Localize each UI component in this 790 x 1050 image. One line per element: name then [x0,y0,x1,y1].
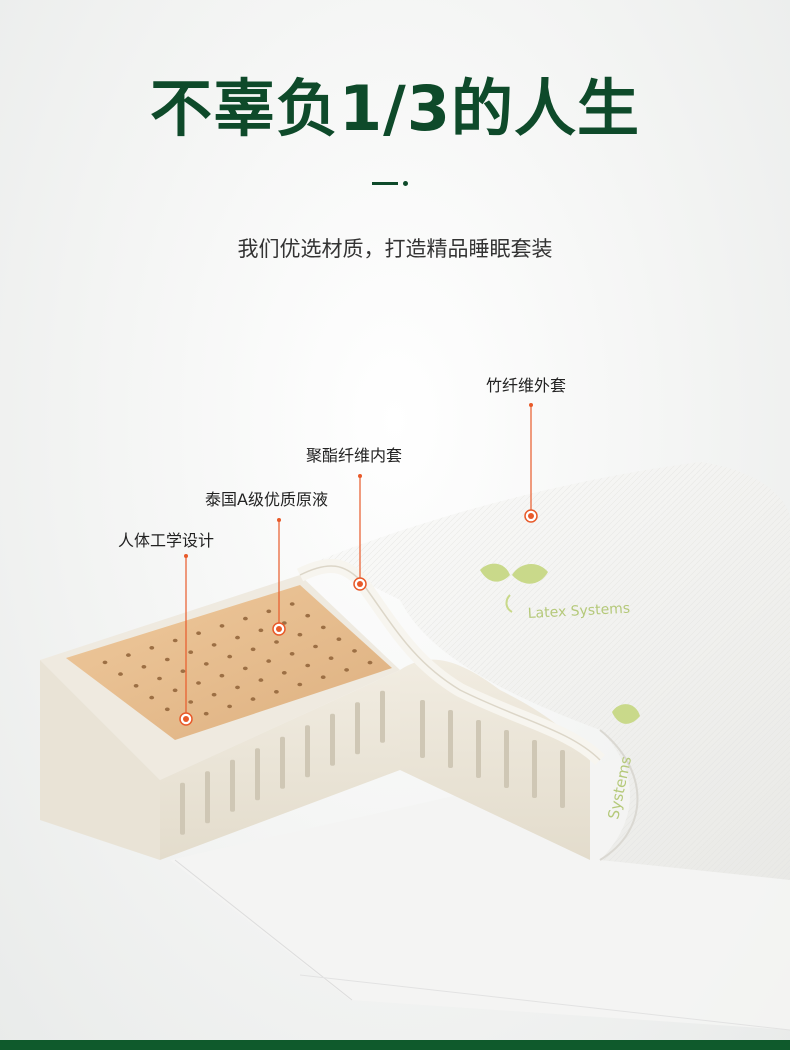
callout-thai-latex [272,518,286,636]
latex-hole [274,640,279,644]
latex-hole [281,671,287,675]
callout-label-bamboo-cover: 竹纤维外套 [486,376,567,395]
latex-hole [164,707,170,712]
latex-hole [149,695,155,700]
latex-hole [367,660,373,665]
latex-hole [344,668,349,672]
latex-hole [149,646,155,650]
latex-hole [219,673,225,678]
latex-hole [266,659,272,663]
foam-slot [355,702,360,755]
callout-dot [276,626,282,632]
latex-hole [141,665,147,669]
foam-slot [476,720,481,778]
latex-hole [320,675,326,679]
latex-hole [180,669,186,673]
callout-endpoint [529,403,533,407]
latex-hole [219,624,225,628]
foam-slot [230,759,235,812]
latex-core [66,585,392,740]
latex-hole [227,704,233,709]
latex-hole [274,690,279,694]
foam-slot [280,736,285,789]
callout-endpoint [184,554,188,558]
title-divider [372,182,398,185]
callout-endpoint [277,518,281,522]
latex-hole [352,649,357,653]
callout-bamboo-cover [524,403,538,523]
latex-hole [211,643,217,647]
bottom-bar [0,1040,790,1050]
latex-hole [188,700,194,704]
latex-hole [188,650,194,654]
latex-hole [235,685,240,690]
latex-hole [133,684,139,688]
page-title: 不辜负1/3的人生 [150,72,640,145]
latex-hole [196,631,202,635]
foam-slot [448,710,453,768]
foam-slot [330,713,335,766]
foam-slot [560,750,565,808]
callout-label-thai-latex: 泰国A级优质原液 [205,490,328,509]
latex-hole [172,688,178,693]
latex-hole [172,638,178,643]
latex-hole [328,656,334,660]
latex-hole [243,616,248,621]
latex-core-holes [102,602,373,723]
latex-hole [164,657,170,662]
callout-endpoint [358,474,362,478]
foam-slot [504,730,509,788]
brand-logo-top: Latex Systems [480,563,631,622]
latex-hole [297,682,303,687]
callout-dot [528,513,534,519]
latex-hole [297,632,303,637]
latex-hole [196,681,201,685]
latex-hole [320,625,326,630]
latex-hole [203,711,209,716]
foam-slot [305,725,310,778]
bamboo-cover-shape [320,462,790,880]
latex-hole [211,692,217,697]
title-divider-dot [403,181,408,186]
foam-slots [180,690,565,835]
foam-slot [420,700,425,758]
foam-slot [180,782,185,835]
latex-hole [305,613,311,618]
latex-hole [242,666,248,671]
latex-hole [258,678,264,682]
callout-label-ergonomic: 人体工学设计 [118,531,215,550]
foam-slot [380,690,385,743]
foam-slot [255,748,260,801]
latex-hole [258,628,264,633]
latex-hole [289,652,295,656]
latex-hole [203,662,209,666]
latex-hole [250,697,256,701]
callout-dot [357,581,363,587]
page-subtitle: 我们优选材质，打造精品睡眠套装 [237,237,553,261]
latex-hole [125,653,131,657]
foam-slot [205,771,210,824]
callout-polyester-inner-cover [353,474,367,591]
brand-logo-text: Latex Systems [527,601,630,622]
latex-hole [305,663,311,668]
callout-label-polyester-inner-cover: 聚酯纤维内套 [306,446,403,465]
latex-hole [235,635,240,640]
latex-hole [227,654,233,659]
latex-hole [313,644,318,649]
latex-hole [157,676,162,681]
foam-slot [532,740,537,798]
latex-hole [250,647,256,652]
latex-hole [336,637,342,641]
latex-hole [102,660,108,665]
callout-dot [183,716,189,722]
latex-hole [118,672,123,676]
latex-hole [266,609,272,614]
callout-ergonomic [179,554,193,726]
latex-hole [289,602,295,606]
